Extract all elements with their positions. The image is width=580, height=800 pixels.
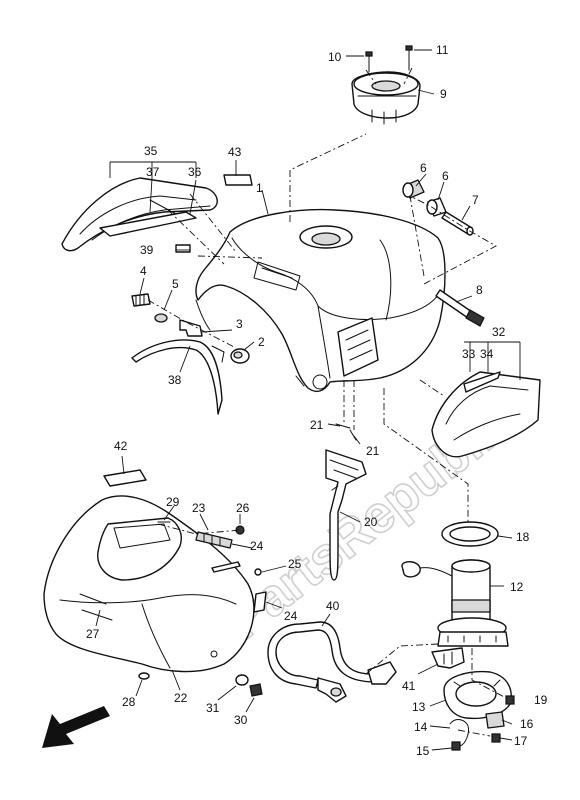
callout-24b: 24 — [284, 609, 298, 623]
strip-24a — [211, 561, 241, 573]
fuel-pump-12 — [401, 559, 509, 647]
fuel-pump-plate-13 — [443, 670, 512, 720]
callout-17: 17 — [514, 734, 528, 748]
callout-42: 42 — [114, 439, 128, 453]
callout-3: 3 — [236, 317, 243, 331]
callout-27: 27 — [86, 627, 100, 641]
fuel-tank — [195, 208, 446, 393]
screw-19 — [505, 695, 515, 705]
clip-23 — [195, 531, 233, 549]
callout-11: 11 — [436, 43, 449, 57]
callout-40: 40 — [326, 599, 340, 613]
fuel-cap — [351, 71, 421, 125]
bolt-4 — [131, 293, 151, 307]
callout-7: 7 — [472, 193, 479, 207]
holder-16 — [485, 711, 505, 729]
callout-2: 2 — [258, 335, 265, 349]
assembly-lines — [147, 67, 511, 737]
grommet-6a — [402, 179, 425, 199]
bolt-10 — [365, 51, 373, 73]
callout-24a: 24 — [250, 539, 264, 553]
callout-6b: 6 — [442, 169, 449, 183]
callout-37: 37 — [146, 165, 160, 179]
bolt-11 — [405, 45, 413, 71]
grommet-25 — [254, 568, 262, 576]
washer-31 — [235, 674, 249, 686]
callout-16: 16 — [520, 717, 534, 731]
leader-lines — [95, 49, 521, 751]
screw-30 — [249, 683, 263, 697]
callout-10: 10 — [328, 50, 342, 64]
callout-35: 35 — [144, 144, 158, 158]
screw-17 — [491, 733, 501, 743]
strip-24b — [253, 591, 267, 613]
callout-5: 5 — [172, 277, 179, 291]
screw-15 — [451, 741, 461, 751]
callout-1: 1 — [256, 181, 263, 195]
callout-4: 4 — [140, 264, 147, 278]
arrow-down-left-icon — [42, 706, 110, 748]
callout-29: 29 — [166, 495, 180, 509]
pipe-14 — [449, 719, 469, 747]
grommet-28 — [138, 672, 150, 680]
bolt-8 — [435, 289, 485, 327]
caution-label — [223, 174, 253, 186]
callout-19: 19 — [534, 693, 548, 707]
callout-6a: 6 — [420, 161, 427, 175]
breather-tube-20 — [325, 449, 367, 581]
callout-39: 39 — [140, 243, 154, 257]
callout-25: 25 — [288, 557, 302, 571]
callout-43: 43 — [228, 145, 242, 159]
callout-36: 36 — [188, 165, 202, 179]
side-cover-decal-right — [431, 371, 541, 458]
fuel-hose-40 — [267, 621, 397, 703]
callout-23: 23 — [192, 501, 206, 515]
callout-34: 34 — [480, 347, 494, 361]
callout-18: 18 — [516, 530, 530, 544]
clip-21a — [335, 423, 351, 429]
decal-42 — [103, 469, 147, 487]
washer-5 — [154, 313, 168, 323]
side-cover-decal-left — [61, 177, 218, 252]
callout-33: 33 — [462, 347, 476, 361]
rubber-strip-38 — [131, 339, 223, 415]
callout-28: 28 — [122, 695, 136, 709]
callout-21b: 21 — [366, 444, 380, 458]
callout-38: 38 — [168, 373, 182, 387]
grommet-6b — [426, 197, 447, 217]
callout-32: 32 — [492, 325, 506, 339]
callout-12: 12 — [510, 580, 524, 594]
callout-31: 31 — [206, 701, 220, 715]
callout-20: 20 — [364, 515, 378, 529]
side-cover — [43, 495, 255, 673]
fuel-pump-ring-18 — [441, 521, 499, 547]
callout-41: 41 — [402, 679, 416, 693]
callout-9: 9 — [440, 87, 447, 101]
callout-14: 14 — [414, 720, 428, 734]
callout-21a: 21 — [310, 418, 324, 432]
callout-15: 15 — [416, 744, 430, 758]
callout-13: 13 — [412, 700, 426, 714]
bracket-41 — [431, 647, 465, 669]
clip-39 — [175, 244, 191, 253]
bracket-3 — [179, 319, 203, 337]
damper-2 — [230, 348, 250, 364]
callout-26: 26 — [236, 501, 250, 515]
callout-numbers: 1 2 3 4 5 6 6 7 8 9 10 11 12 13 14 15 16… — [86, 43, 548, 758]
clip-21b — [349, 429, 357, 441]
callout-30: 30 — [234, 713, 248, 727]
callout-8: 8 — [476, 283, 483, 297]
callout-22: 22 — [174, 691, 188, 705]
